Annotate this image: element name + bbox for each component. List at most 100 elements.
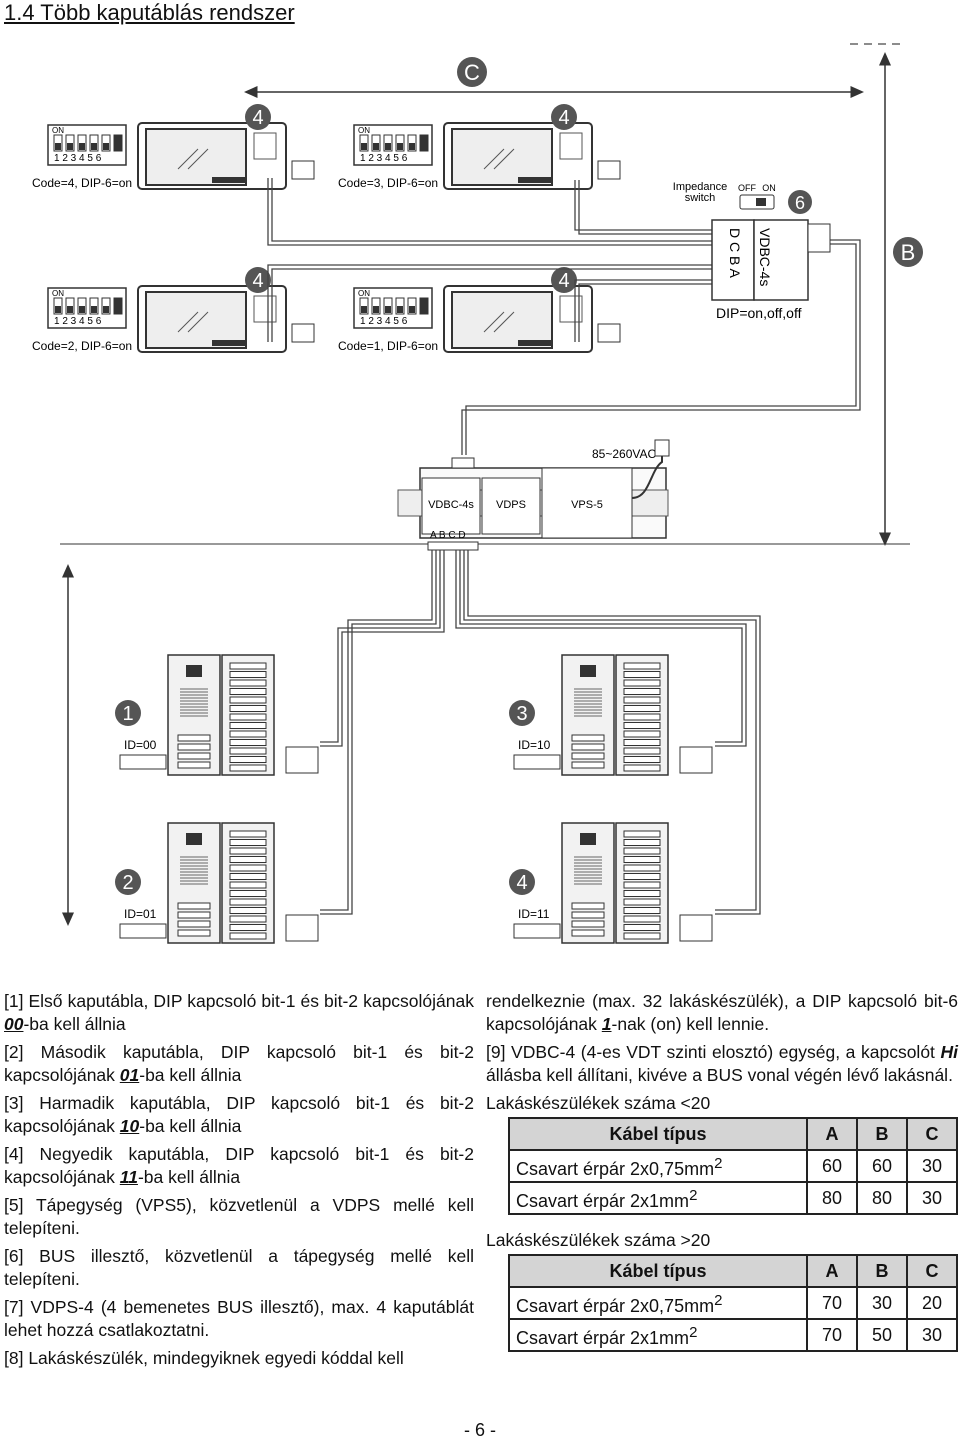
panel-badge-label: 4 [516, 872, 527, 894]
table1-caption: Lakáskészülékek száma <20 [486, 1093, 711, 1113]
value-cell-b: 30 [856, 1286, 908, 1320]
cable-type-cell: Csavart érpár 2x1mm2 [508, 1318, 808, 1352]
dip-numbers: 1 2 3 4 5 6 [54, 316, 102, 327]
vdbc-badge [788, 190, 812, 214]
label-badge-b [893, 237, 923, 267]
table-header-cell: A [806, 1254, 858, 1288]
dip-on-label: ON [52, 126, 64, 135]
panel-badge [509, 700, 535, 726]
cable-type-cell: Csavart érpár 2x0,75mm2 [508, 1149, 808, 1183]
door-panel: 2ID=01 [115, 822, 319, 944]
panel-id: ID=00 [124, 738, 157, 752]
power-terminals-label: A B C D [430, 530, 466, 541]
monitor-code: Code=1, DIP-6=on [338, 339, 438, 353]
impedance-label-2: switch [685, 192, 716, 204]
monitor-badge [551, 104, 577, 130]
table-header-cell: C [906, 1254, 958, 1288]
switch-off-label: OFF [738, 183, 756, 193]
panel-id: ID=11 [518, 907, 550, 921]
door-panel: 4ID=11 [509, 822, 713, 944]
table-header-cell: B [856, 1254, 908, 1288]
power-vps-label: VPS-5 [571, 499, 603, 511]
monitor-code: Code=3, DIP-6=on [338, 176, 438, 190]
dip-numbers: 1 2 3 4 5 6 [360, 153, 408, 164]
legend-item: [8] Lakáskészülék, mindegyiknek egyedi k… [4, 1348, 404, 1368]
label-c: C [464, 60, 480, 85]
door-panel: 1ID=00 [115, 654, 319, 776]
panel-id: ID=01 [124, 907, 157, 921]
page-title: 1.4 Több kaputáblás rendszer [4, 0, 295, 25]
monitor-unit: ON 1 2 3 4 5 6 Code=2, DIP-6=on 4 [32, 267, 315, 353]
power-voltage-label: 85~260VAC [592, 447, 656, 461]
power-unit-rack: VDBC-4s VDPS VPS-5 85~260VAC A B C D [397, 439, 670, 551]
impedance-label: Impedance [673, 181, 727, 193]
value-cell-b: 60 [856, 1149, 908, 1183]
label-b: B [901, 240, 916, 265]
right-column: rendelkeznie (max. 32 lakáskészülék), a … [486, 990, 958, 1352]
dip-on-label: ON [358, 289, 370, 298]
monitor-badge-label: 4 [252, 270, 263, 292]
dip-numbers: 1 2 3 4 5 6 [54, 153, 102, 164]
switch-on-label: ON [762, 183, 776, 193]
table-header-cell: B [856, 1117, 908, 1151]
panel-badge-label: 3 [516, 703, 527, 725]
vdbc-badge-label: 6 [795, 193, 805, 213]
power-vdbc-label: VDBC-4s [428, 499, 474, 511]
door-panel: 3ID=10 [509, 654, 713, 776]
panel-badge [115, 869, 141, 895]
table2-caption: Lakáskészülékek száma >20 [486, 1230, 711, 1250]
monitor-badge [245, 104, 271, 130]
monitor-badge-label: 4 [558, 107, 569, 129]
monitor-badge-label: 4 [558, 270, 569, 292]
value-cell-b: 50 [856, 1318, 908, 1352]
legend-item: [6] BUS illesztő, közvetlenül a tápegysé… [4, 1246, 474, 1289]
page-number: - 6 - [463, 1420, 496, 1440]
legend-item: [2] Második kaputábla, DIP kapcsoló bit-… [4, 1042, 474, 1085]
value-cell-c: 30 [906, 1149, 958, 1183]
panel-badge-label: 1 [122, 703, 133, 725]
table-header-cell: A [806, 1117, 858, 1151]
legend-item: [7] VDPS-4 (4 bemenetes BUS illesztő), m… [4, 1297, 474, 1340]
value-cell-a: 60 [806, 1149, 858, 1183]
item-8-continued: rendelkeznie (max. 32 lakáskészülék), a … [486, 991, 958, 1034]
table-header-cell: Kábel típus [508, 1254, 808, 1288]
table-header-cell: C [906, 1117, 958, 1151]
value-cell-c: 30 [906, 1318, 958, 1352]
table-header-cell: Kábel típus [508, 1117, 808, 1151]
panel-badge-label: 2 [122, 872, 133, 894]
monitor-badge-label: 4 [252, 107, 263, 129]
legend-item: [3] Harmadik kaputábla, DIP kapcsoló bit… [4, 1093, 474, 1136]
cable-type-cell: Csavart érpár 2x1mm2 [508, 1181, 808, 1215]
vdbc-terminals: D C B A [727, 228, 743, 278]
value-cell-b: 80 [856, 1181, 908, 1215]
vdbc-name: VDBC-4s [757, 228, 773, 286]
legend-item: [4] Negyedik kaputábla, DIP kapcsoló bit… [4, 1144, 474, 1187]
panel-badge [509, 869, 535, 895]
cable-type-cell: Csavart érpár 2x0,75mm2 [508, 1286, 808, 1320]
panel-id: ID=10 [518, 738, 551, 752]
monitor-code: Code=2, DIP-6=on [32, 339, 132, 353]
vdbc-distributor: D C B A VDBC-4s Impedance switch OFF ON … [673, 181, 831, 321]
monitor-code: Code=4, DIP-6=on [32, 176, 132, 190]
value-cell-a: 70 [806, 1318, 858, 1352]
monitor-badge [551, 267, 577, 293]
panel-badge [115, 700, 141, 726]
value-cell-a: 80 [806, 1181, 858, 1215]
value-cell-c: 30 [906, 1181, 958, 1215]
legend-item: [1] Első kaputábla, DIP kapcsoló bit-1 é… [4, 991, 474, 1034]
monitor-badge [245, 267, 271, 293]
dip-on-label: ON [52, 289, 64, 298]
value-cell-a: 70 [806, 1286, 858, 1320]
item-9: [9] VDBC-4 (4-es VDT szinti elosztó) egy… [486, 1042, 958, 1085]
monitor-unit: ON 1 2 3 4 5 6 Code=4, DIP-6=on 4 [32, 104, 315, 190]
